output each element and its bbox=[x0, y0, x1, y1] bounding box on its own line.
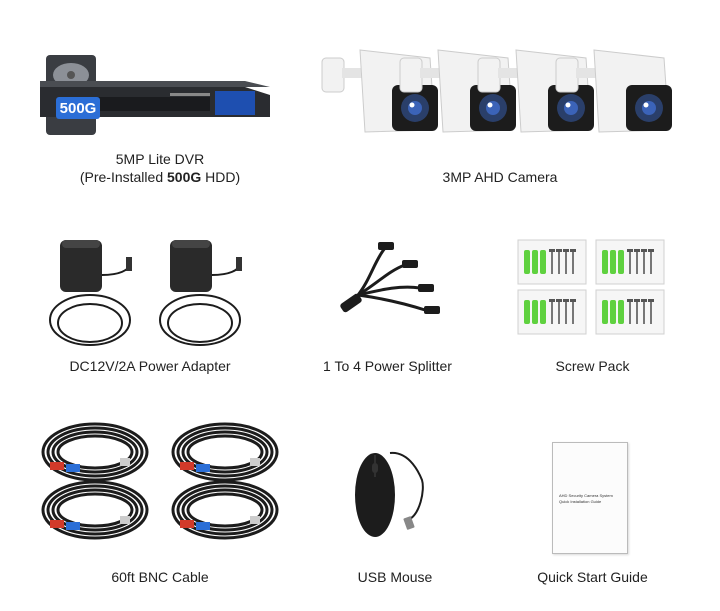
screw-pack-caption: Screw Pack bbox=[555, 358, 630, 374]
camera-caption: 3MP AHD Camera bbox=[442, 169, 558, 185]
camera-images bbox=[321, 49, 672, 133]
bnc-cable-images bbox=[41, 422, 279, 540]
dvr-caption-line2: (Pre-Installed 500G HDD) bbox=[79, 169, 241, 185]
power-adapter-image bbox=[159, 240, 242, 346]
dvr-image: 500G bbox=[40, 55, 270, 135]
guide-cover-line2: Quick Installation Guide bbox=[559, 499, 602, 504]
screw-pack-product bbox=[517, 239, 668, 340]
camera-image bbox=[555, 49, 672, 133]
dvr-product: 500G bbox=[30, 45, 280, 135]
hdd-capacity-label: 500G bbox=[60, 100, 97, 117]
guide-cover-line1: AHD Security Camera System bbox=[559, 493, 613, 498]
bnc-cable-coil-image bbox=[41, 422, 149, 482]
quick-start-guide-caption: Quick Start Guide bbox=[537, 569, 648, 585]
bnc-cable-coil-image bbox=[41, 480, 149, 540]
power-splitter-product bbox=[330, 240, 450, 320]
usb-mouse-caption: USB Mouse bbox=[357, 569, 433, 585]
dvr-caption-line1: 5MP Lite DVR bbox=[115, 151, 205, 167]
power-adapter-image bbox=[49, 240, 132, 346]
screw-pack-images bbox=[517, 239, 665, 335]
usb-mouse-product bbox=[350, 445, 440, 545]
screw-bag-image bbox=[595, 239, 665, 285]
camera-product bbox=[320, 40, 690, 140]
screw-bag-image bbox=[595, 289, 665, 335]
quick-start-guide-product: AHD Security Camera System Quick Install… bbox=[552, 442, 628, 554]
dvr-caption: 5MP Lite DVR (Pre-Installed 500G HDD) bbox=[40, 150, 280, 186]
power-adapter-caption: DC12V/2A Power Adapter bbox=[69, 358, 231, 374]
bnc-cable-coil-image bbox=[171, 422, 279, 482]
power-splitter-image bbox=[340, 242, 440, 314]
bnc-cable-coil-image bbox=[171, 480, 279, 540]
screw-bag-image bbox=[517, 289, 587, 335]
screw-bag-image bbox=[517, 239, 587, 285]
bnc-cable-caption: 60ft BNC Cable bbox=[111, 569, 209, 585]
camera-image bbox=[321, 49, 438, 133]
power-adapter-images bbox=[49, 240, 242, 346]
guide-booklet: AHD Security Camera System Quick Install… bbox=[552, 442, 628, 554]
power-splitter-caption: 1 To 4 Power Splitter bbox=[323, 358, 452, 374]
bnc-cable-product bbox=[30, 420, 280, 545]
usb-mouse-image bbox=[355, 451, 424, 537]
power-adapter-product bbox=[40, 235, 270, 355]
